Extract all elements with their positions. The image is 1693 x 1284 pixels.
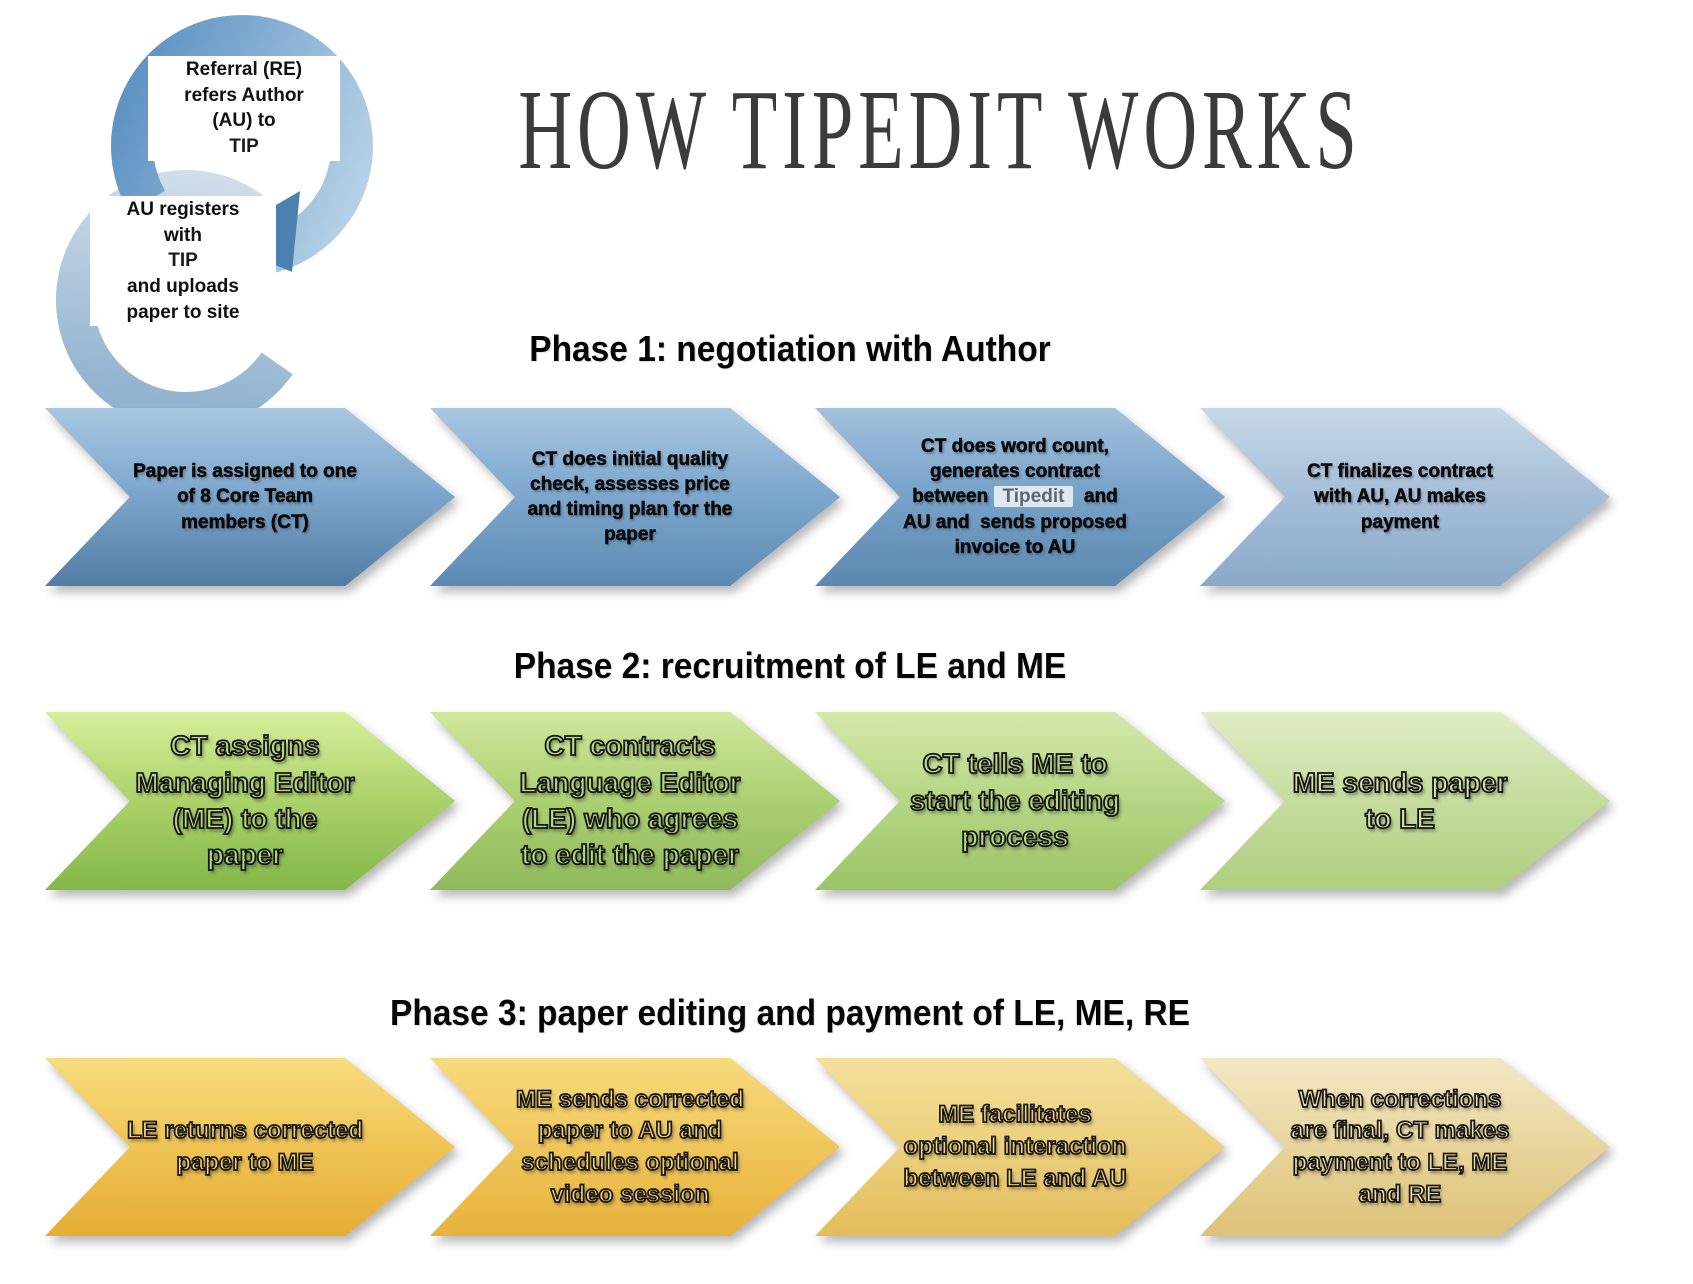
step-text: CT contracts Language Editor (LE) who ag… (519, 729, 742, 871)
step-text: CT tells ME to start the editing process (909, 748, 1121, 854)
process-arrow: When corrections are final, CT makes pay… (1200, 1058, 1610, 1236)
tip-brand-text: TIP (168, 250, 198, 272)
phase2-heading: Phase 2: recruitment of LE and ME (513, 645, 1067, 686)
phase1-row: Paper is assigned to one of 8 Core Team … (0, 408, 1693, 586)
process-arrow: CT contracts Language Editor (LE) who ag… (430, 712, 840, 890)
step-text: CT does initial quality check, assesses … (527, 448, 733, 546)
step-text: ME sends paper to LE (1292, 766, 1509, 835)
step-text: CT does word count, generates contract b… (880, 434, 1150, 559)
phase3-row: LE returns corrected paper to ME ME send… (0, 1058, 1693, 1236)
step-text: ME sends corrected paper to AU and sched… (515, 1085, 745, 1209)
step-text-part: CT does word count, generates contract b… (912, 436, 1109, 508)
process-arrow: ME facilitates optional interaction betw… (815, 1058, 1225, 1236)
process-arrow: ME sends paper to LE (1200, 712, 1610, 890)
process-arrow: Paper is assigned to one of 8 Core Team … (45, 408, 455, 586)
step-text: CT finalizes contract with AU, AU makes … (1307, 461, 1493, 533)
cycle-step-registration-text: AU registers with (126, 199, 240, 246)
phase1-heading: Phase 1: negotiation with Author (529, 328, 1051, 369)
tipedit-brand-text: Tipedit (993, 486, 1074, 508)
step-text: When corrections are final, CT makes pay… (1290, 1085, 1510, 1209)
step-text: LE returns corrected paper to ME (126, 1116, 364, 1176)
tip-brand-text: TIP (229, 135, 259, 157)
process-arrow: CT does initial quality check, assesses … (430, 408, 840, 586)
phase3-heading: Phase 3: paper editing and payment of LE… (390, 992, 1190, 1033)
cycle-step-referral: Referral (RE) refers Author (AU) to TIP (148, 56, 340, 161)
page-title: HOW TIPEDIT WORKS (518, 67, 1362, 194)
process-arrow: ME sends corrected paper to AU and sched… (430, 1058, 840, 1236)
phase2-row: CT assigns Managing Editor (ME) to the p… (0, 712, 1693, 890)
cycle-step-registration: AU registers with TIP and uploads paper … (90, 196, 276, 327)
process-arrow: CT tells ME to start the editing process (815, 712, 1225, 890)
step-text: Paper is assigned to one of 8 Core Team … (133, 461, 357, 533)
step-text: ME facilitates optional interaction betw… (903, 1101, 1128, 1193)
process-arrow: LE returns corrected paper to ME (45, 1058, 455, 1236)
step-text: CT assigns Managing Editor (ME) to the p… (134, 729, 355, 871)
cycle-step-registration-text2: and uploads paper to site (126, 275, 240, 323)
process-arrow: CT finalizes contract with AU, AU makes … (1200, 408, 1610, 586)
process-arrow: CT assigns Managing Editor (ME) to the p… (45, 712, 455, 890)
step-text-part: and AU and sends proposed invoice to AU (903, 486, 1127, 558)
process-arrow: CT does word count, generates contract b… (815, 408, 1225, 586)
cycle-step-referral-text: Referral (RE) refers Author (AU) to (184, 59, 304, 132)
